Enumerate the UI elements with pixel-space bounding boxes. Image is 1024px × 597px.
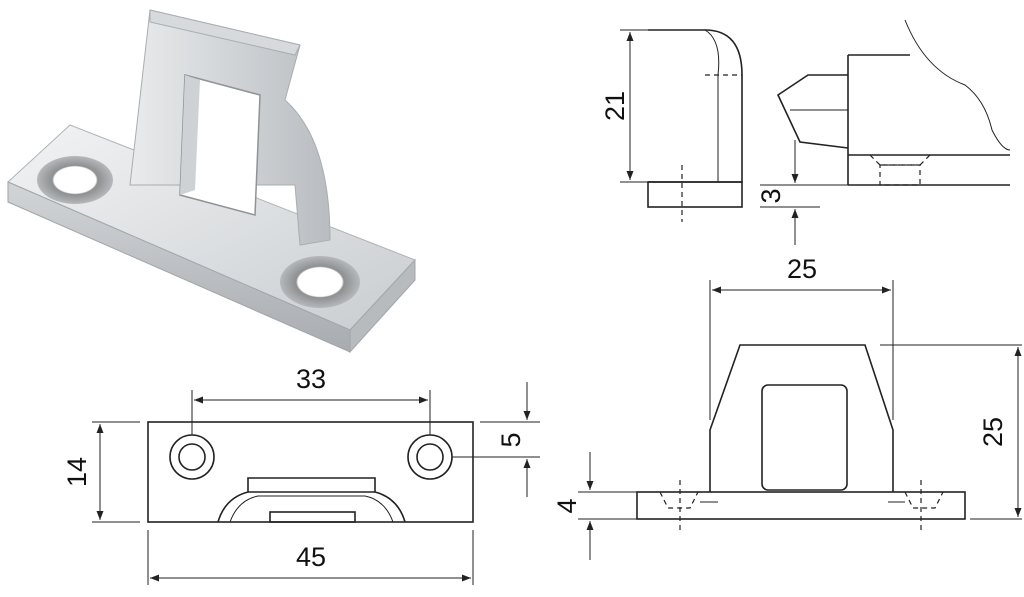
hole-inner-left (178, 443, 206, 471)
product-photo (7, 9, 416, 354)
side-view: 21 3 (600, 19, 1011, 245)
dim-side-offset: 3 (756, 188, 786, 203)
front-view: 25 25 4 (552, 254, 1022, 560)
countersunk-hole-left (37, 156, 113, 204)
hole-outer-right (407, 434, 453, 480)
dim-front-width: 25 (787, 254, 817, 284)
dim-hole-spacing: 33 (296, 364, 326, 394)
hole-outer-left (169, 434, 215, 480)
dim-front-height: 25 (978, 417, 1008, 447)
dim-length: 45 (296, 542, 326, 572)
countersunk-hole-right (280, 256, 360, 308)
dim-width: 14 (62, 457, 92, 487)
dim-front-base: 4 (552, 498, 582, 513)
hole-inner-right (416, 443, 444, 471)
dim-hole-offset: 5 (496, 432, 526, 447)
dim-side-height: 21 (600, 91, 630, 121)
top-view: 33 45 14 5 (62, 364, 540, 585)
